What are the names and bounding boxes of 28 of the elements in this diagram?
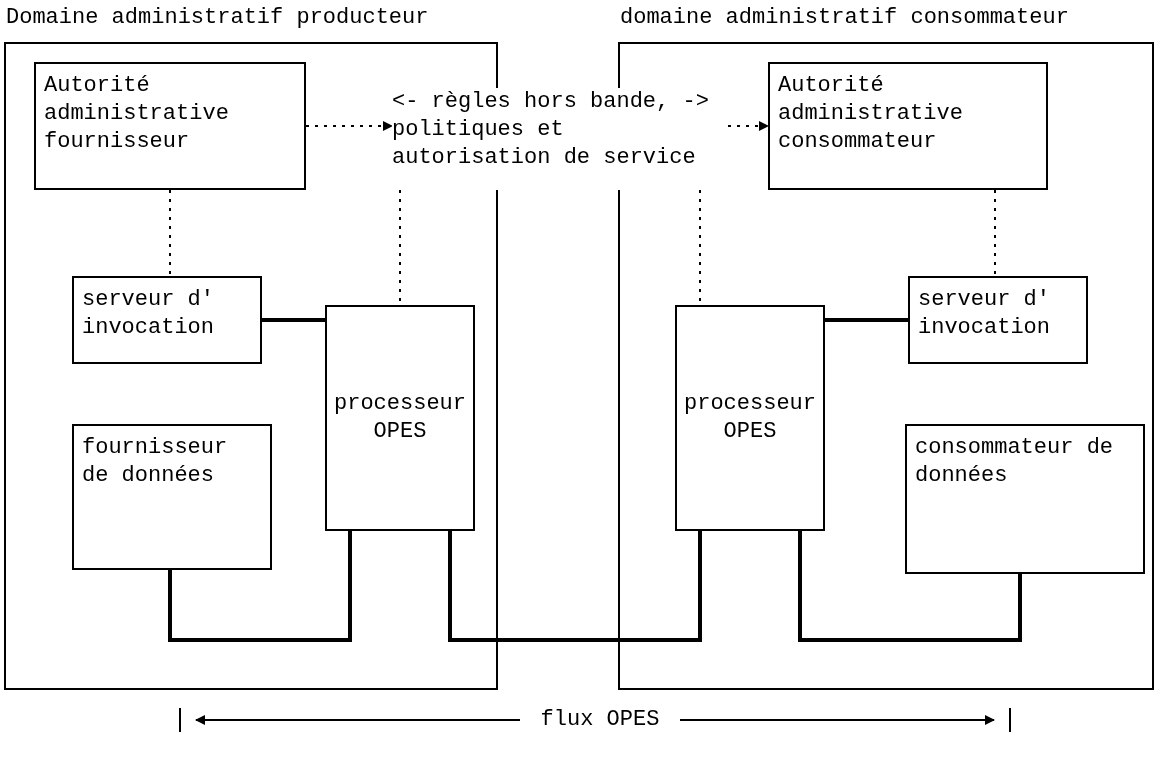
box-label: processeur OPES: [684, 390, 816, 446]
dotted-connector: [305, 121, 393, 131]
dotted-connector: [169, 189, 171, 277]
rules-label: <- règles hors bande, -> politiques et autorisation de service: [392, 89, 709, 170]
domain-heading: domaine administratif consommateur: [620, 4, 1069, 32]
box-label: serveur d' invocation: [918, 286, 1052, 342]
server-box: [908, 276, 1088, 364]
double-line-connector: [262, 318, 325, 322]
processor-box: [325, 305, 475, 531]
authority-box: [768, 62, 1048, 190]
dotted-connector: [994, 189, 996, 277]
data-provider-box: [72, 424, 272, 570]
data-consumer-box: [905, 424, 1145, 574]
server-box: [72, 276, 262, 364]
double-line-connector: [168, 531, 352, 642]
box-label: fournisseur de données: [82, 434, 229, 490]
double-line-connector: [448, 531, 702, 642]
box-label: consommateur de données: [915, 434, 1115, 490]
domain-heading: Domaine administratif producteur: [6, 4, 429, 32]
box-label: processeur OPES: [334, 390, 466, 446]
box-label: Autorité administrative consommateur: [778, 72, 964, 156]
dotted-connector: [727, 121, 769, 131]
box-label: Autorité administrative fournisseur: [44, 72, 230, 156]
double-line-connector: [798, 531, 1022, 642]
authority-box: [34, 62, 306, 190]
double-line-connector: [825, 318, 908, 322]
box-label: serveur d' invocation: [82, 286, 216, 342]
processor-box: [675, 305, 825, 531]
